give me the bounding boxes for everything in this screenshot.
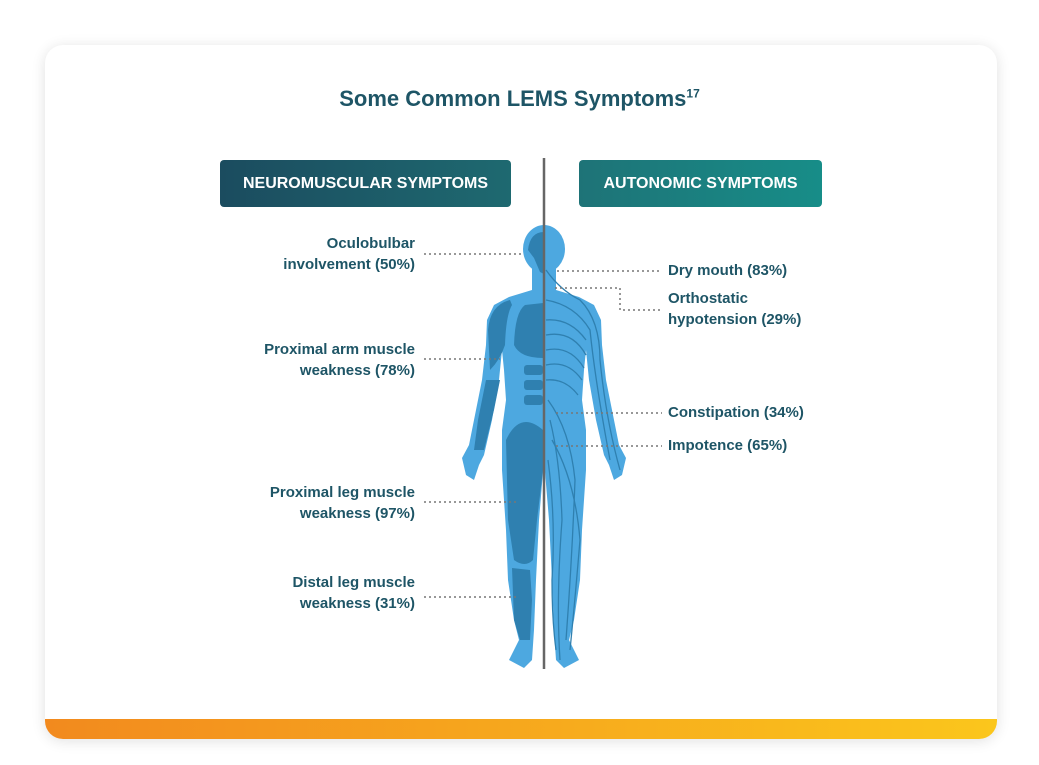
label-line: Distal leg muscle — [292, 574, 415, 591]
title-text: Some Common LEMS Symptoms — [339, 86, 687, 111]
accent-bar — [45, 719, 997, 739]
muscle-forearm — [474, 380, 500, 450]
muscle-thigh — [506, 422, 543, 564]
page-title: Some Common LEMS Symptoms17 — [0, 86, 1039, 112]
muscle-abs — [524, 395, 543, 405]
label-line: hypotension (29%) — [668, 311, 802, 328]
label-oculobulbar: Oculobulbar involvement (50%) — [283, 233, 415, 275]
label-line: Orthostatic — [668, 290, 749, 307]
label-line: weakness (78%) — [299, 362, 415, 379]
label-impotence: Impotence (65%) — [668, 437, 788, 454]
label-line: Oculobulbar — [326, 235, 415, 252]
muscle-calf — [512, 568, 532, 640]
label-proximal-arm: Proximal arm muscle weakness (78%) — [264, 339, 415, 381]
label-line: weakness (31%) — [299, 595, 415, 612]
autonomic-header: AUTONOMIC SYMPTOMS — [579, 160, 822, 207]
title-superscript: 17 — [686, 86, 700, 101]
muscle-head — [528, 232, 544, 274]
label-line: Proximal arm muscle — [264, 341, 415, 358]
label-line: weakness (97%) — [299, 505, 415, 522]
muscle-chest — [514, 303, 543, 358]
label-distal-leg: Distal leg muscle weakness (31%) — [292, 572, 415, 614]
label-proximal-leg: Proximal leg muscle weakness (97%) — [270, 482, 415, 524]
neuromuscular-header: NEUROMUSCULAR SYMPTOMS — [220, 160, 511, 207]
label-line: Proximal leg muscle — [269, 484, 415, 501]
nerve-lines — [545, 269, 621, 661]
leader-lines — [424, 253, 662, 598]
label-line: involvement (50%) — [283, 256, 415, 273]
label-dry-mouth: Dry mouth (83%) — [668, 262, 788, 279]
label-orthostatic-hypotension: Orthostatic hypotension (29%) — [668, 288, 801, 330]
label-constipation: Constipation (34%) — [668, 404, 804, 421]
muscle-shoulder — [488, 300, 512, 370]
muscle-abs — [524, 380, 543, 390]
muscle-abs — [524, 365, 543, 375]
